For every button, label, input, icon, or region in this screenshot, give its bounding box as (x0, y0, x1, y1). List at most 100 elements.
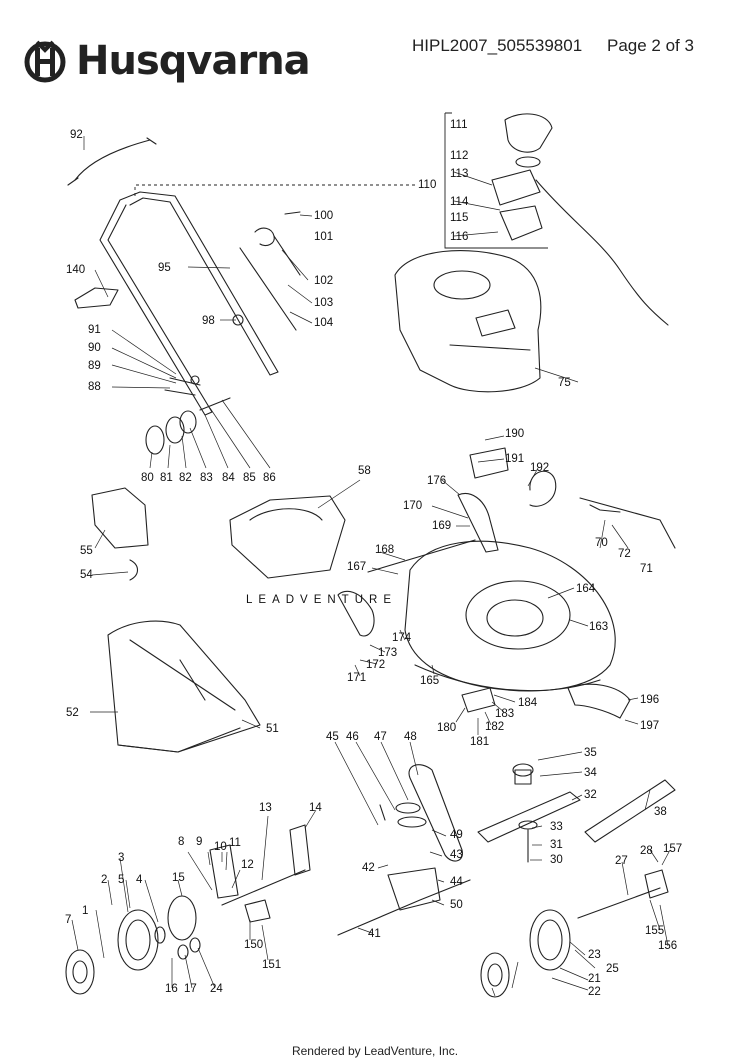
callout-2: 2 (101, 874, 107, 886)
callout-101: 101 (314, 231, 333, 243)
callout-90: 90 (88, 342, 101, 354)
callout-86: 86 (263, 472, 276, 484)
callout-100: 100 (314, 210, 333, 222)
callout-35: 35 (584, 747, 597, 759)
callout-14: 14 (309, 802, 322, 814)
part-58-cover (229, 495, 346, 579)
callout-196: 196 (640, 694, 659, 706)
callout-92: 92 (70, 129, 83, 141)
callout-163: 163 (589, 621, 608, 633)
callout-140: 140 (66, 264, 85, 276)
part-196-flap (567, 683, 631, 719)
callout-34: 34 (584, 767, 597, 779)
callout-182: 182 (485, 721, 504, 733)
callout-151: 151 (262, 959, 281, 971)
callout-58: 58 (358, 465, 371, 477)
callout-181: 181 (470, 736, 489, 748)
callout-102: 102 (314, 275, 333, 287)
husqvarna-crown-icon (24, 40, 66, 83)
part-71-rod (579, 497, 676, 549)
callout-171: 171 (347, 672, 366, 684)
callout-30: 30 (550, 854, 563, 866)
callout-84: 84 (222, 472, 235, 484)
part-5-wheel (117, 909, 159, 971)
part-163-deck (404, 540, 616, 692)
callout-150: 150 (244, 939, 263, 951)
callout-52: 52 (66, 707, 79, 719)
callout-80: 80 (141, 472, 154, 484)
callout-31: 31 (550, 839, 563, 851)
callout-184: 184 (518, 697, 538, 709)
callout-13: 13 (259, 802, 272, 814)
part-23-wheel (529, 909, 571, 971)
callout-156: 156 (658, 940, 677, 952)
footer-credit: Rendered by LeadVenture, Inc. (291, 1044, 459, 1058)
callout-45: 45 (326, 731, 339, 743)
callout-115: 115 (450, 212, 468, 224)
callout-180: 180 (437, 722, 456, 734)
callout-183: 183 (495, 708, 514, 720)
callout-72: 72 (618, 548, 631, 560)
callout-48: 48 (404, 731, 417, 743)
callout-16: 16 (165, 983, 178, 995)
callout-169: 169 (432, 520, 451, 532)
callout-44: 44 (450, 876, 463, 888)
callout-114: 114 (450, 196, 469, 208)
callout-113: 113 (450, 168, 468, 180)
watermark: LEADVENTURE (246, 594, 397, 606)
callout-21: 21 (588, 973, 601, 985)
callout-51: 51 (266, 723, 279, 735)
callout-8: 8 (178, 836, 184, 848)
callout-89: 89 (88, 360, 101, 372)
callout-28: 28 (640, 845, 653, 857)
callout-38: 38 (654, 806, 667, 818)
callout-168: 168 (375, 544, 394, 556)
callout-83: 83 (200, 472, 213, 484)
callout-54: 54 (80, 569, 93, 581)
callout-17: 17 (184, 983, 197, 995)
brand-logo: Husqvarna (22, 38, 311, 84)
brand-wordmark: Husqvarna (76, 38, 311, 84)
part-95-handle (99, 191, 279, 416)
callout-3: 3 (118, 852, 124, 864)
callout-5: 5 (118, 874, 124, 886)
part-7-disc (167, 895, 197, 941)
callout-47: 47 (374, 731, 387, 743)
callout-103: 103 (314, 297, 333, 309)
callout-82: 82 (179, 472, 192, 484)
callout-191: 191 (505, 453, 524, 465)
callout-81: 81 (160, 472, 173, 484)
part-27-axle (577, 887, 661, 919)
callout-42: 42 (362, 862, 375, 874)
callout-46: 46 (346, 731, 359, 743)
callout-25: 25 (606, 963, 619, 975)
part-52-grassbag (107, 620, 261, 753)
callout-111: 111 (450, 119, 467, 131)
callout-24: 24 (210, 983, 223, 995)
callout-176: 176 (427, 475, 446, 487)
callout-165: 165 (420, 675, 439, 687)
callout-11: 11 (229, 837, 241, 849)
callout-9: 9 (196, 836, 202, 848)
callout-192: 192 (530, 462, 549, 474)
callout-98: 98 (202, 315, 215, 327)
part-32-blade (477, 791, 581, 843)
part-48-belt (408, 764, 463, 862)
callout-75: 75 (558, 377, 571, 389)
callout-1: 1 (82, 905, 88, 917)
part-55-chute (91, 487, 149, 549)
callout-197: 197 (640, 720, 659, 732)
callout-91: 91 (88, 324, 101, 336)
callout-23: 23 (588, 949, 601, 961)
callout-110: 110 (418, 179, 436, 191)
callout-71: 71 (640, 563, 653, 575)
callout-41: 41 (368, 928, 381, 940)
part-140-clip (74, 287, 119, 309)
part-92-bracket (74, 139, 151, 181)
callout-15: 15 (172, 872, 185, 884)
page-indicator: Page 2 of 3 (607, 36, 694, 55)
callout-32: 32 (584, 789, 597, 801)
part-1-hubcap (65, 949, 95, 995)
callout-43: 43 (450, 849, 463, 861)
callout-95: 95 (158, 262, 171, 274)
